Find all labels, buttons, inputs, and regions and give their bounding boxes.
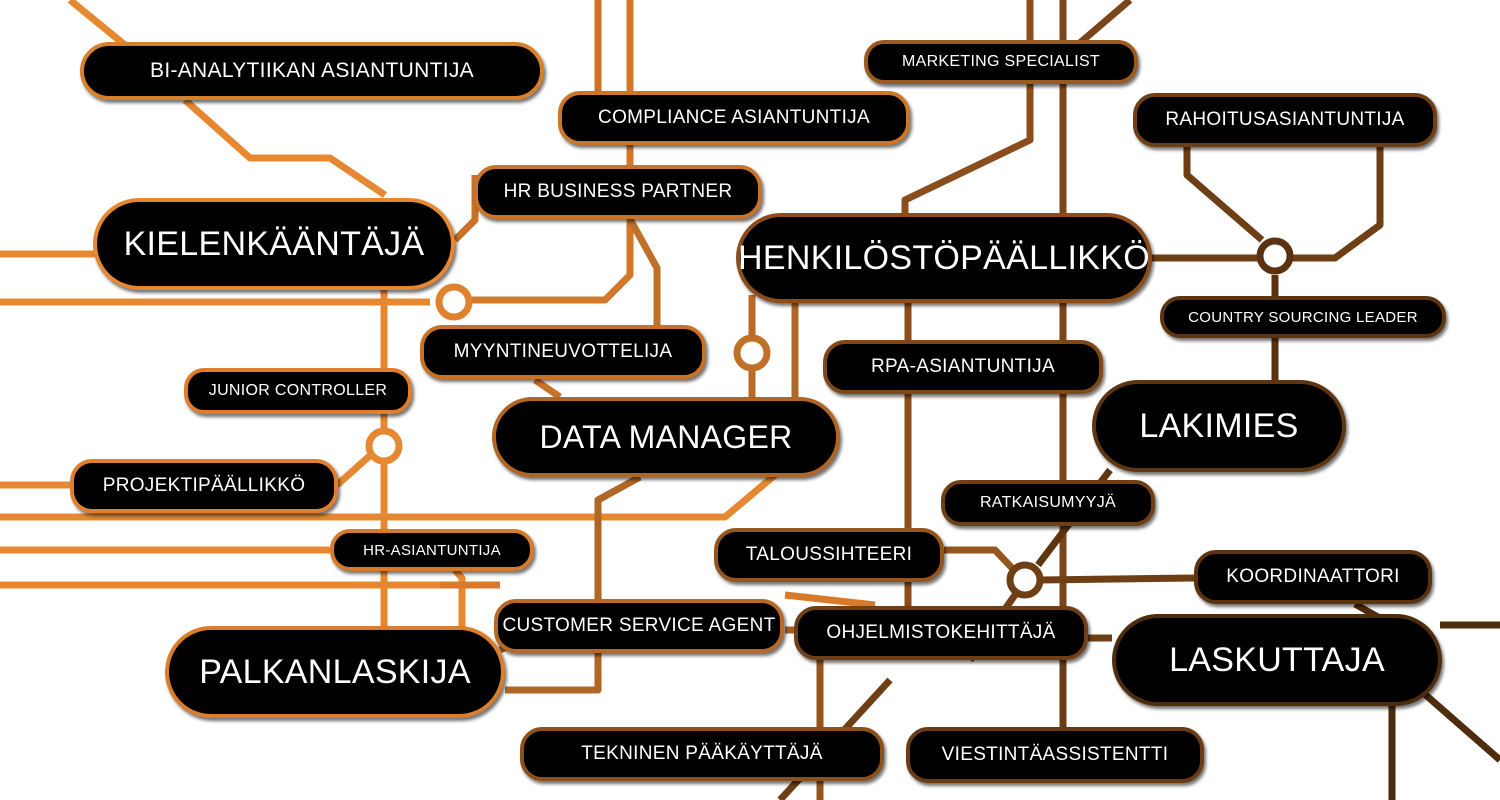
station-label: DATA MANAGER	[539, 418, 793, 455]
station-ratkaisumyyja[interactable]: RATKAISUMYYJÄ	[941, 480, 1155, 526]
route-line	[533, 377, 562, 400]
route-line	[1039, 574, 1195, 584]
station-compliance-asiantuntija[interactable]: COMPLIANCE ASIANTUNTIJA	[558, 91, 910, 145]
station-label: BI-ANALYTIIKAN ASIANTUNTIJA	[150, 59, 474, 82]
station-label: VIESTINTÄASSISTENTTI	[941, 744, 1169, 765]
station-lakimies[interactable]: LAKIMIES	[1092, 380, 1346, 472]
station-taloussihteeri[interactable]: TALOUSSIHTEERI	[714, 528, 944, 582]
station-label: JUNIOR CONTROLLER	[208, 382, 388, 399]
station-viestintaassistentti[interactable]: VIESTINTÄASSISTENTTI	[906, 727, 1204, 783]
route-line	[452, 175, 479, 243]
station-ohjelmistokehittaja[interactable]: OHJELMISTOKEHITTÄJÄ	[794, 606, 1088, 660]
station-label: HR BUSINESS PARTNER	[503, 181, 733, 202]
route-line	[0, 472, 778, 521]
station-label: COMPLIANCE ASIANTUNTIJA	[598, 107, 870, 128]
station-henkilostopaallikko[interactable]: HENKILÖSTÖPÄÄLLIKKÖ	[736, 213, 1152, 303]
interchange-ring	[1256, 237, 1294, 275]
station-label: PALKANLASKIJA	[199, 652, 471, 691]
route-line	[1150, 147, 1384, 262]
station-rahoitusasiantuntija[interactable]: RAHOITUSASIANTUNTIJA	[1133, 93, 1437, 147]
station-myyntineuvottelija[interactable]: MYYNTINEUVOTTELIJA	[420, 325, 706, 379]
station-label: PROJEKTIPÄÄLLIKKÖ	[102, 475, 306, 496]
station-laskuttaja[interactable]: LASKUTTAJA	[1112, 614, 1442, 706]
station-label: KIELENKÄÄNTÄJÄ	[123, 224, 425, 263]
station-rpa-asiantuntija[interactable]: RPA-ASIANTUNTIJA	[823, 340, 1103, 394]
route-line	[901, 0, 1034, 213]
station-label: RAHOITUSASIANTUNTIJA	[1165, 109, 1405, 130]
station-customer-service-agent[interactable]: CUSTOMER SERVICE AGENT	[494, 599, 784, 653]
station-projektipaallikko[interactable]: PROJEKTIPÄÄLLIKKÖ	[70, 459, 338, 513]
route-line	[505, 473, 642, 694]
station-label: RATKAISUMYYJÄ	[979, 494, 1117, 511]
route-line	[334, 449, 377, 488]
station-label: RPA-ASIANTUNTIJA	[871, 356, 1055, 377]
interchange-ring	[1006, 561, 1044, 599]
station-label: LASKUTTAJA	[1169, 640, 1385, 679]
station-marketing-specialist[interactable]: MARKETING SPECIALIST	[864, 40, 1138, 84]
station-label: HR-ASIANTUNTIJA	[363, 541, 501, 559]
route-line	[1417, 687, 1500, 763]
route-line	[440, 581, 876, 609]
station-label: TALOUSSIHTEERI	[745, 544, 913, 565]
route-line	[452, 567, 466, 630]
station-label: OHJELMISTOKEHITTÄJÄ	[826, 622, 1056, 643]
interchange-ring	[435, 283, 473, 321]
station-label: KOORDINAATTORI	[1226, 566, 1400, 587]
route-line	[626, 217, 661, 325]
station-junior-controller[interactable]: JUNIOR CONTROLLER	[184, 368, 412, 414]
station-label: MARKETING SPECIALIST	[901, 53, 1101, 70]
interchange-ring	[365, 427, 403, 465]
station-label: COUNTRY SOURCING LEADER	[1188, 308, 1418, 326]
station-label: MYYNTINEUVOTTELIJA	[453, 341, 673, 362]
station-koordinaattori[interactable]: KOORDINAATTORI	[1194, 550, 1432, 604]
station-tekninen-paakayttaja[interactable]: TEKNINEN PÄÄKÄYTTÄJÄ	[520, 727, 884, 781]
station-label: LAKIMIES	[1139, 406, 1299, 445]
route-line	[944, 546, 1015, 571]
route-line	[1183, 147, 1265, 243]
station-palkanlaskija[interactable]: PALKANLASKIJA	[165, 626, 505, 718]
station-data-manager[interactable]: DATA MANAGER	[492, 397, 840, 477]
station-bi-analytiikan-asiantuntija[interactable]: BI-ANALYTIIKAN ASIANTUNTIJA	[80, 42, 544, 100]
station-hr-business-partner[interactable]: HR BUSINESS PARTNER	[474, 165, 762, 219]
station-hr-asiantuntija[interactable]: HR-ASIANTUNTIJA	[330, 529, 534, 571]
station-label: TEKNINEN PÄÄKÄYTTÄJÄ	[581, 743, 823, 764]
interchange-ring	[733, 334, 771, 372]
station-label: HENKILÖSTÖPÄÄLLIKKÖ	[738, 238, 1150, 277]
station-country-sourcing-leader[interactable]: COUNTRY SOURCING LEADER	[1160, 296, 1446, 338]
station-kielenkaantaja[interactable]: KIELENKÄÄNTÄJÄ	[93, 198, 455, 290]
route-line	[67, 0, 387, 198]
station-label: CUSTOMER SERVICE AGENT	[502, 615, 776, 636]
